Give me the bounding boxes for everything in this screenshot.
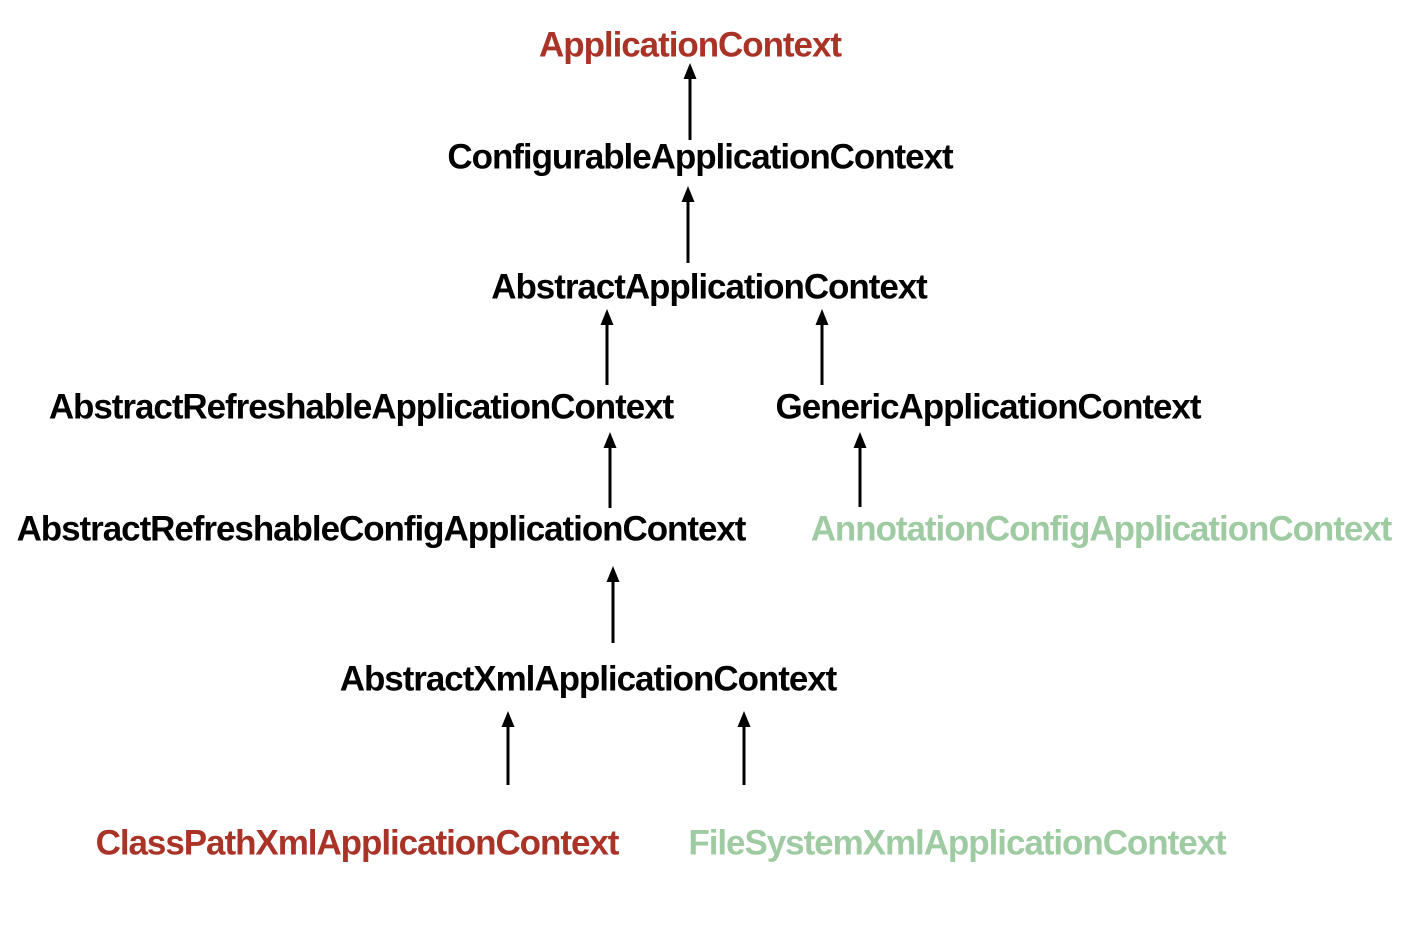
inheritance-arrow-filesystemxmlapplicationcontext-to-abstractxmlapplicationcontext [737, 711, 751, 785]
class-node-classpathxmlapplicationcontext: ClassPathXmlApplicationContext [95, 823, 620, 863]
inheritance-arrow-classpathxmlapplicationcontext-to-abstractxmlapplicationcontext [501, 711, 515, 785]
class-node-abstractapplicationcontext: AbstractApplicationContext [491, 267, 928, 307]
class-node-abstractxmlapplicationcontext: AbstractXmlApplicationContext [339, 659, 838, 699]
class-node-filesystemxmlapplicationcontext: FileSystemXmlApplicationContext [688, 823, 1226, 863]
class-node-abstractrefreshableapplicationcontext: AbstractRefreshableApplicationContext [48, 387, 674, 427]
inheritance-arrow-abstractapplicationcontext-to-configurableapplicationcontext [681, 186, 695, 263]
inheritance-arrow-annotationconfigapplicationcontext-to-genericapplicationcontext [853, 432, 867, 507]
class-node-applicationcontext: ApplicationContext [539, 25, 842, 65]
class-node-configurableapplicationcontext: ConfigurableApplicationContext [447, 137, 953, 177]
inheritance-arrow-abstractxmlapplicationcontext-to-abstractrefreshableconfigapplicationcontext [606, 566, 620, 643]
class-node-annotationconfigapplicationcontext: AnnotationConfigApplicationContext [810, 509, 1393, 549]
class-node-abstractrefreshableconfigapplicationcontext: AbstractRefreshableConfigApplicationCont… [16, 509, 747, 549]
inheritance-arrow-configurableapplicationcontext-to-applicationcontext [683, 63, 697, 140]
class-node-genericapplicationcontext: GenericApplicationContext [775, 387, 1202, 427]
inheritance-arrow-abstractrefreshableapplicationcontext-to-abstractapplicationcontext [600, 309, 614, 385]
inheritance-arrow-abstractrefreshableconfigapplicationcontext-to-abstractrefreshableapplicationcontext [603, 432, 617, 508]
inheritance-arrow-genericapplicationcontext-to-abstractapplicationcontext [815, 309, 829, 385]
